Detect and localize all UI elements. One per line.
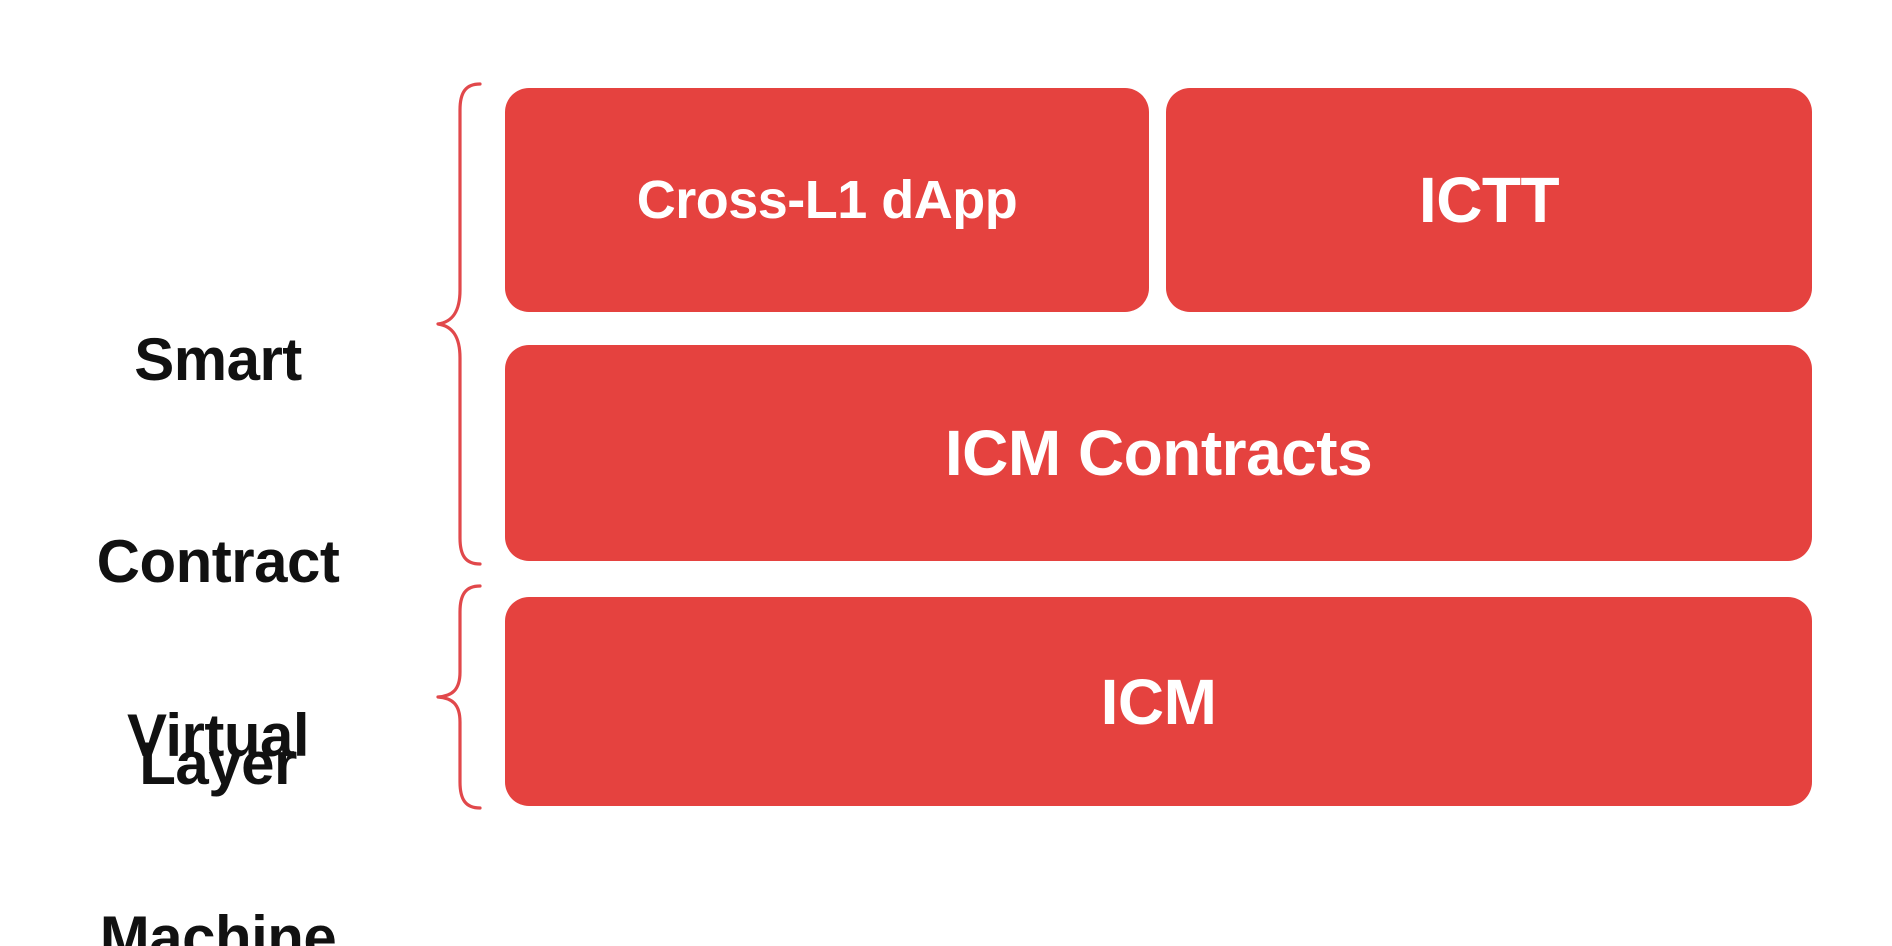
curly-brace-svg	[436, 584, 482, 810]
layer-label-virtual-machine: Virtual Machine Layer	[58, 568, 378, 946]
block-label: Cross-L1 dApp	[636, 170, 1018, 230]
block-icm[interactable]: ICM	[505, 597, 1812, 806]
layer-label-line: Layer	[139, 729, 297, 797]
layer-label-line: Smart	[134, 326, 302, 394]
layer-label-line: Virtual	[126, 702, 310, 770]
layer-label-line: Machine	[99, 903, 337, 946]
layer-label-line: Contract	[96, 527, 340, 595]
layer-label-smart-contract: Smart Contract Layer	[58, 192, 378, 931]
block-ictt[interactable]: ICTT	[1166, 88, 1812, 312]
curly-brace-icon-smart-contract	[436, 82, 482, 566]
curly-brace-svg	[436, 82, 482, 566]
block-label: ICM	[1100, 665, 1217, 738]
block-icm-contracts[interactable]: ICM Contracts	[505, 345, 1812, 561]
block-cross-l1-dapp[interactable]: Cross-L1 dApp	[505, 88, 1149, 312]
block-label: ICM Contracts	[944, 417, 1373, 489]
curly-brace-icon-virtual-machine	[436, 584, 482, 810]
block-label: ICTT	[1418, 164, 1560, 236]
